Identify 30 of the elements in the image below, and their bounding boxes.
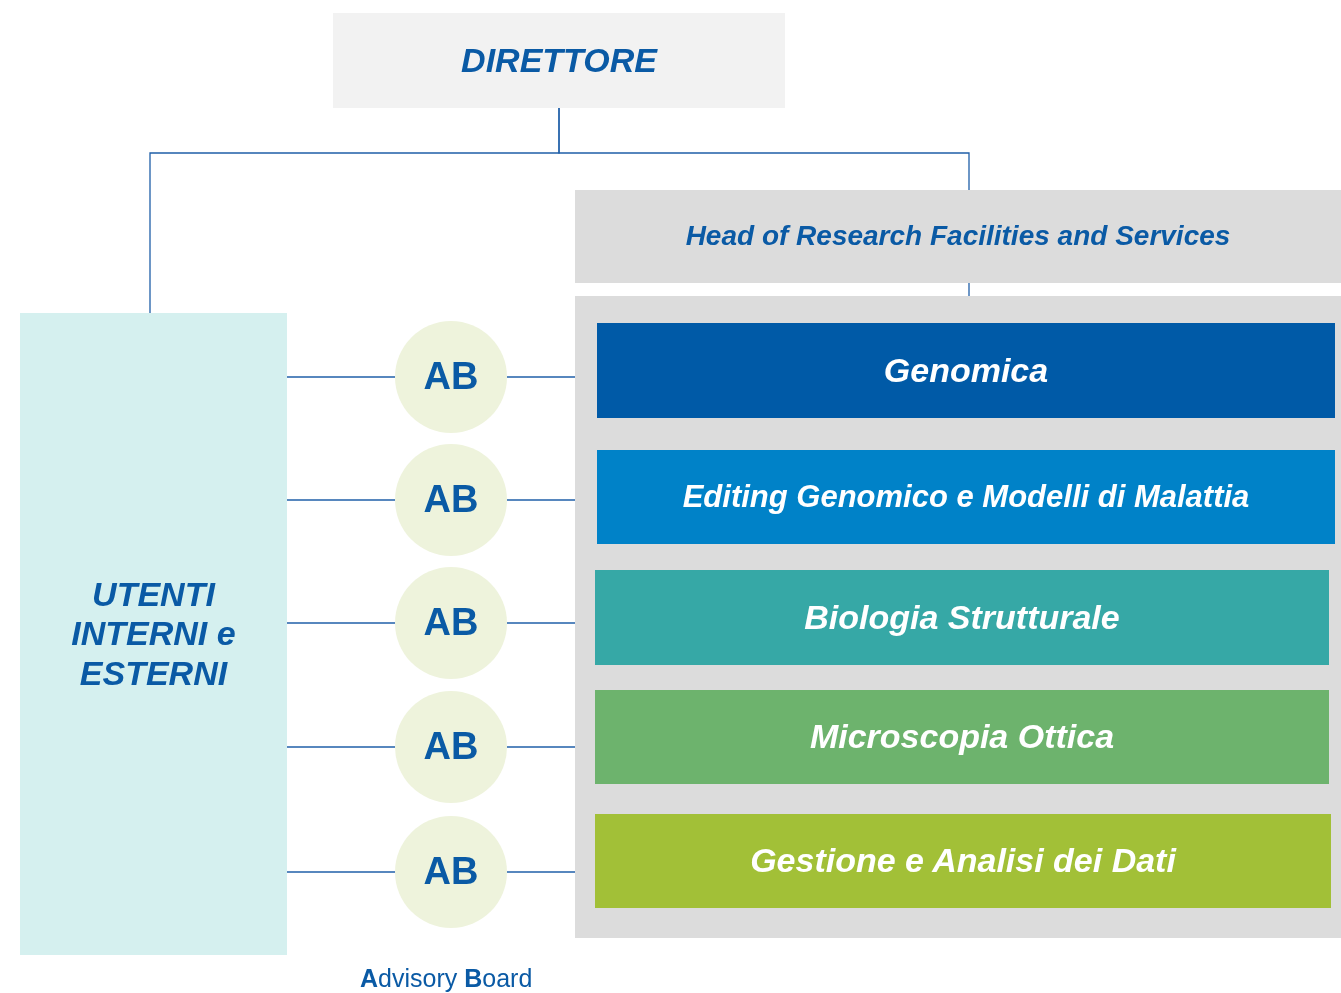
users-box [20,313,287,955]
ab-label: AB [423,850,479,894]
connector-line [558,107,970,191]
facility-bar [597,323,1335,418]
node-label: Biologia Strutturale [804,597,1120,638]
ab-label: AB [423,355,479,399]
panel [575,296,1341,938]
ab-label: AB [423,725,479,769]
connector-line [286,871,396,873]
facility-bar [597,450,1335,544]
ab-label: AB [423,601,479,645]
facility-bar [595,690,1329,784]
node-label: Microscopia Ottica [809,717,1115,757]
title-box [333,13,785,108]
node-label: Editing Genomico e Modelli di Malattia [682,479,1250,515]
header-band [575,190,1341,283]
facility-bar [595,570,1329,665]
node-label: UTENTI INTERNI e ESTERNI [70,575,237,693]
caption-text: Advisory Board [360,964,533,993]
connector-line [286,622,396,624]
connector-line [286,376,396,378]
facility-bar [595,814,1331,908]
ab-label: AB [423,478,479,522]
node-label: Genomica [883,350,1049,391]
node-label: DIRETTORE [461,40,657,81]
connector-line [286,499,396,501]
node-label: Head of Research Facilities and Services [685,220,1231,253]
connector-line [286,746,396,748]
connector-line [968,282,970,297]
node-label: Gestione e Analisi dei Dati [750,841,1176,881]
